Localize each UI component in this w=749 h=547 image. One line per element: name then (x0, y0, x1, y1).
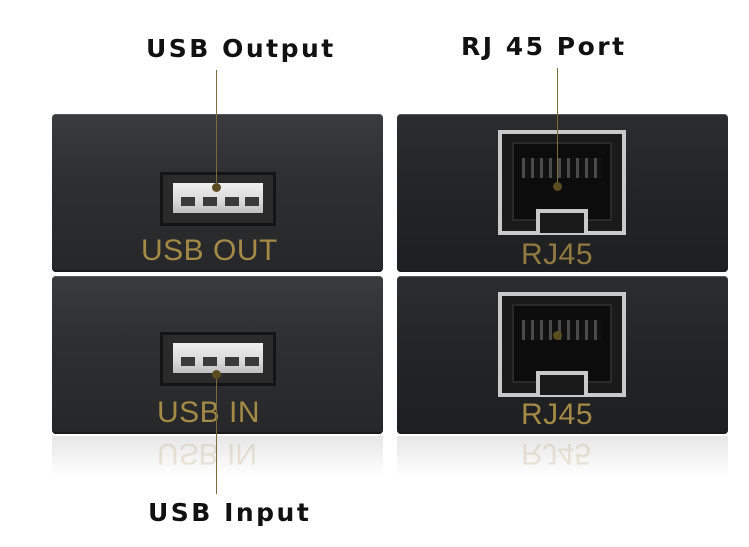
rj45-port-leader (557, 68, 558, 186)
rj45-port-callout: RJ 45 Port (461, 32, 627, 61)
rj45-port-top-dot (553, 182, 562, 191)
rj45-top-port-latch (536, 209, 588, 233)
rj45-bottom-port-latch (536, 371, 588, 395)
usb-in-port-pins (179, 357, 259, 367)
rj45-top-port-cavity (512, 142, 612, 221)
usb-out-label: USB OUT (141, 234, 278, 267)
usb-in-label: USB IN (157, 396, 261, 429)
usb-in-port (160, 332, 276, 386)
rj45-port-bottom-dot (553, 331, 562, 340)
rj45-label-reflection: RJ45 (521, 437, 592, 470)
rj45-top-label: RJ45 (521, 238, 594, 271)
usb-output-leader (216, 70, 217, 188)
rj45-top-port (498, 130, 626, 235)
usb-in-panel: USB IN (52, 276, 383, 434)
usb-in-label-reflection: USB IN (157, 437, 258, 470)
usb-device-reflection (52, 436, 383, 476)
usb-output-callout: USB Output (146, 34, 336, 63)
rj45-bottom-label: RJ45 (521, 398, 594, 431)
usb-out-port-pins (179, 197, 259, 207)
rj45-device-reflection (397, 436, 728, 476)
rj45-top-port-contacts (522, 158, 602, 178)
usb-input-dot (212, 370, 221, 379)
usb-input-callout: USB Input (148, 498, 312, 527)
rj45-top-panel: RJ45 (397, 114, 728, 272)
rj45-bottom-port-contacts (522, 320, 602, 340)
usb-output-dot (212, 183, 221, 192)
rj45-bottom-panel: RJ45 (397, 276, 728, 434)
usb-out-panel: USB OUT (52, 114, 383, 272)
usb-out-port (160, 172, 276, 226)
usb-input-leader (216, 376, 217, 494)
rj45-bottom-port (498, 292, 626, 397)
